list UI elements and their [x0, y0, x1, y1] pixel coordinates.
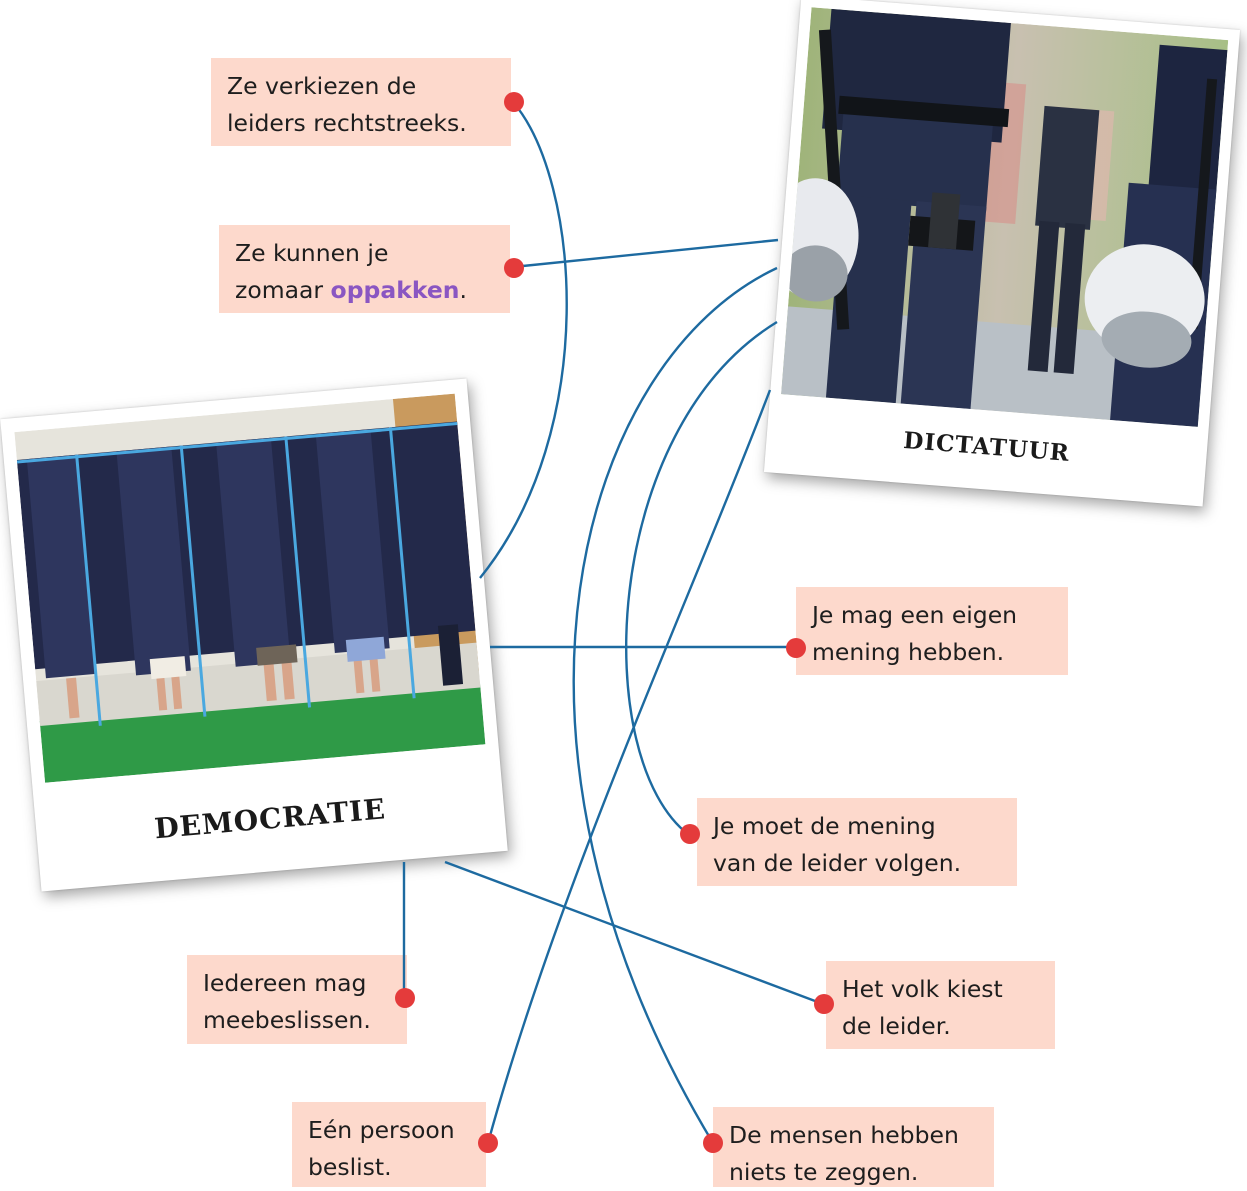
statement-text-line: Iedereen mag: [203, 969, 367, 997]
statement-card-follow-leader: Je moet de mening van de leider volgen.: [697, 798, 1017, 886]
connector-one-person: [486, 389, 772, 1144]
endpoint-dot: [504, 92, 524, 112]
endpoint-dot: [703, 1133, 723, 1153]
statement-text-line: de leider.: [842, 1012, 951, 1040]
endpoint-dot: [478, 1133, 498, 1153]
connector-no-say: [572, 266, 778, 1144]
endpoint-dot: [680, 824, 700, 844]
statement-text-line: Eén persoon: [308, 1116, 455, 1144]
connector-people-choose: [444, 860, 824, 1006]
connector-follow-leader: [625, 320, 778, 836]
dictatorship-photo-card: DICTATUUR: [763, 0, 1241, 507]
statement-card-one-person: Eén persoon beslist.: [292, 1102, 486, 1187]
statement-text-line: leiders rechtstreeks.: [227, 109, 467, 137]
statement-text-line: De mensen hebben: [729, 1121, 959, 1149]
statement-text-fragment: .: [459, 276, 467, 304]
connector-elect-leaders: [479, 101, 568, 579]
statement-card-everyone-decides: Iedereen mag meebeslissen.: [187, 955, 407, 1044]
connector-arrest: [512, 238, 779, 269]
statement-card-arrest: Ze kunnen je zomaar oppakken.: [219, 225, 510, 313]
statement-text-line: meebeslissen.: [203, 1006, 371, 1034]
statement-text-fragment: zomaar: [235, 276, 331, 304]
highlighted-term: oppakken: [330, 276, 460, 304]
statement-text-line: zomaar oppakken.: [235, 272, 494, 309]
statement-text-line: Ze kunnen je: [235, 239, 389, 267]
voting-booths-photo: [14, 393, 486, 783]
statement-text-line: Het volk kiest: [842, 975, 1003, 1003]
statement-text-line: Je mag een eigen: [812, 601, 1018, 629]
statement-card-people-choose: Het volk kiest de leider.: [826, 961, 1055, 1049]
endpoint-dot: [504, 258, 524, 278]
statement-card-own-opinion: Je mag een eigen mening hebben.: [796, 587, 1068, 675]
statement-text-line: Ze verkiezen de: [227, 72, 417, 100]
statement-text-line: beslist.: [308, 1153, 392, 1181]
statement-text-line: Je moet de mening: [713, 812, 936, 840]
endpoint-dot: [786, 638, 806, 658]
endpoint-dot: [814, 994, 834, 1014]
democracy-photo-card: DEMOCRATIE: [0, 378, 508, 892]
statement-card-no-say: De mensen hebben niets te zeggen.: [713, 1107, 994, 1187]
statement-text-line: mening hebben.: [812, 638, 1005, 666]
statement-text-line: niets te zeggen.: [729, 1158, 919, 1186]
statement-text-line: van de leider volgen.: [713, 849, 962, 877]
statement-card-elect-leaders: Ze verkiezen de leiders rechtstreeks.: [211, 58, 511, 146]
endpoint-dot: [395, 988, 415, 1008]
